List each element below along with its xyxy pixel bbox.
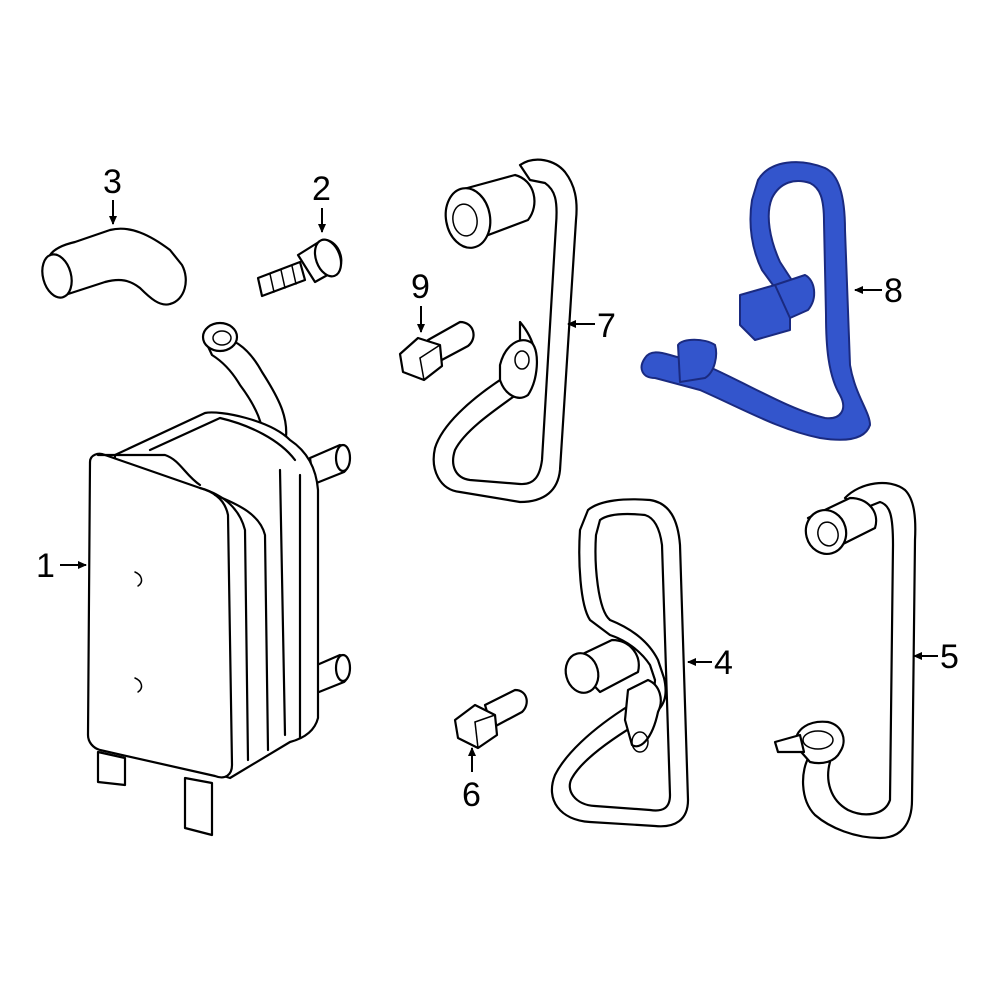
callout-1: 1 [36, 547, 87, 585]
callout-7: 7 [567, 307, 616, 345]
part-9-bolt[interactable] [398, 320, 475, 382]
callout-label-5: 5 [940, 638, 959, 676]
callout-label-6: 6 [462, 776, 481, 814]
part-1-oil-cooler[interactable] [86, 321, 352, 837]
callout-2: 2 [312, 170, 331, 233]
part-5-tube[interactable] [773, 482, 917, 840]
callout-4: 4 [687, 644, 733, 682]
callout-label-8: 8 [884, 272, 903, 310]
part-6-bolt[interactable] [453, 688, 528, 750]
callout-8: 8 [854, 272, 903, 310]
callout-label-4: 4 [714, 644, 733, 682]
part-7-tube[interactable] [432, 158, 578, 504]
part-2-fitting[interactable] [256, 236, 346, 298]
part-4-tube[interactable] [550, 498, 690, 828]
callout-9: 9 [411, 268, 430, 333]
callout-label-2: 2 [312, 170, 331, 208]
callout-5: 5 [913, 638, 959, 676]
part-8-tube-highlighted[interactable] [640, 161, 871, 441]
callout-3: 3 [103, 163, 122, 225]
callout-label-9: 9 [411, 268, 430, 306]
part-3-hose[interactable] [38, 227, 187, 306]
callout-6: 6 [462, 747, 481, 814]
callout-label-3: 3 [103, 163, 122, 201]
callout-label-7: 7 [597, 307, 616, 345]
callout-label-1: 1 [36, 547, 55, 585]
